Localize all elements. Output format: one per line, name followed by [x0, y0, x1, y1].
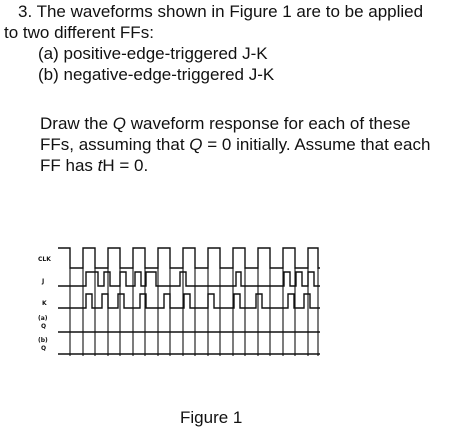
option-a: (a) positive-edge-triggered J-K: [38, 44, 268, 63]
instr3-post: H = 0.: [102, 156, 149, 175]
problem-line-1: 3. The waveforms shown in Figure 1 are t…: [18, 2, 424, 21]
instr1-pre: Draw the: [40, 114, 113, 133]
clk-waveform: [58, 247, 320, 269]
instruction-line-1: Draw the Q waveform response for each of…: [40, 114, 410, 134]
instruction-line-3: FF has tH = 0.: [40, 156, 148, 176]
instr2-pre: FFs, assuming that: [40, 135, 190, 154]
label-qb-b: (b): [38, 337, 48, 344]
label-j: J: [42, 278, 45, 285]
instr3-t: t: [97, 156, 103, 175]
instr1-q: Q: [112, 114, 126, 133]
label-k: K: [42, 300, 47, 307]
problem-line-2: to two different FFs:: [4, 23, 154, 42]
label-clk: CLK: [38, 256, 51, 263]
instr1-post: waveform response for each of these: [125, 114, 411, 133]
label-qa-a: (a): [38, 315, 48, 322]
option-b: (b) negative-edge-triggered J-K: [38, 65, 275, 84]
label-qa-q: Q: [41, 323, 47, 330]
clk-trace: [58, 247, 320, 269]
figure-caption: Figure 1: [180, 408, 243, 427]
instr2-post: = 0 initially. Assume that each: [202, 135, 431, 154]
k-waveform: [58, 293, 320, 309]
instr2-q: Q: [189, 135, 203, 154]
k-trace: [58, 293, 320, 309]
timing-diagram: [58, 247, 320, 356]
instruction-line-2: FFs, assuming that Q = 0 initially. Assu…: [40, 135, 430, 155]
instr3-pre: FF has: [40, 156, 98, 175]
clock-edge-guides: [69, 268, 319, 356]
label-qb-q: Q: [41, 345, 47, 352]
j-waveform: [58, 271, 320, 287]
j-trace: [58, 271, 320, 287]
